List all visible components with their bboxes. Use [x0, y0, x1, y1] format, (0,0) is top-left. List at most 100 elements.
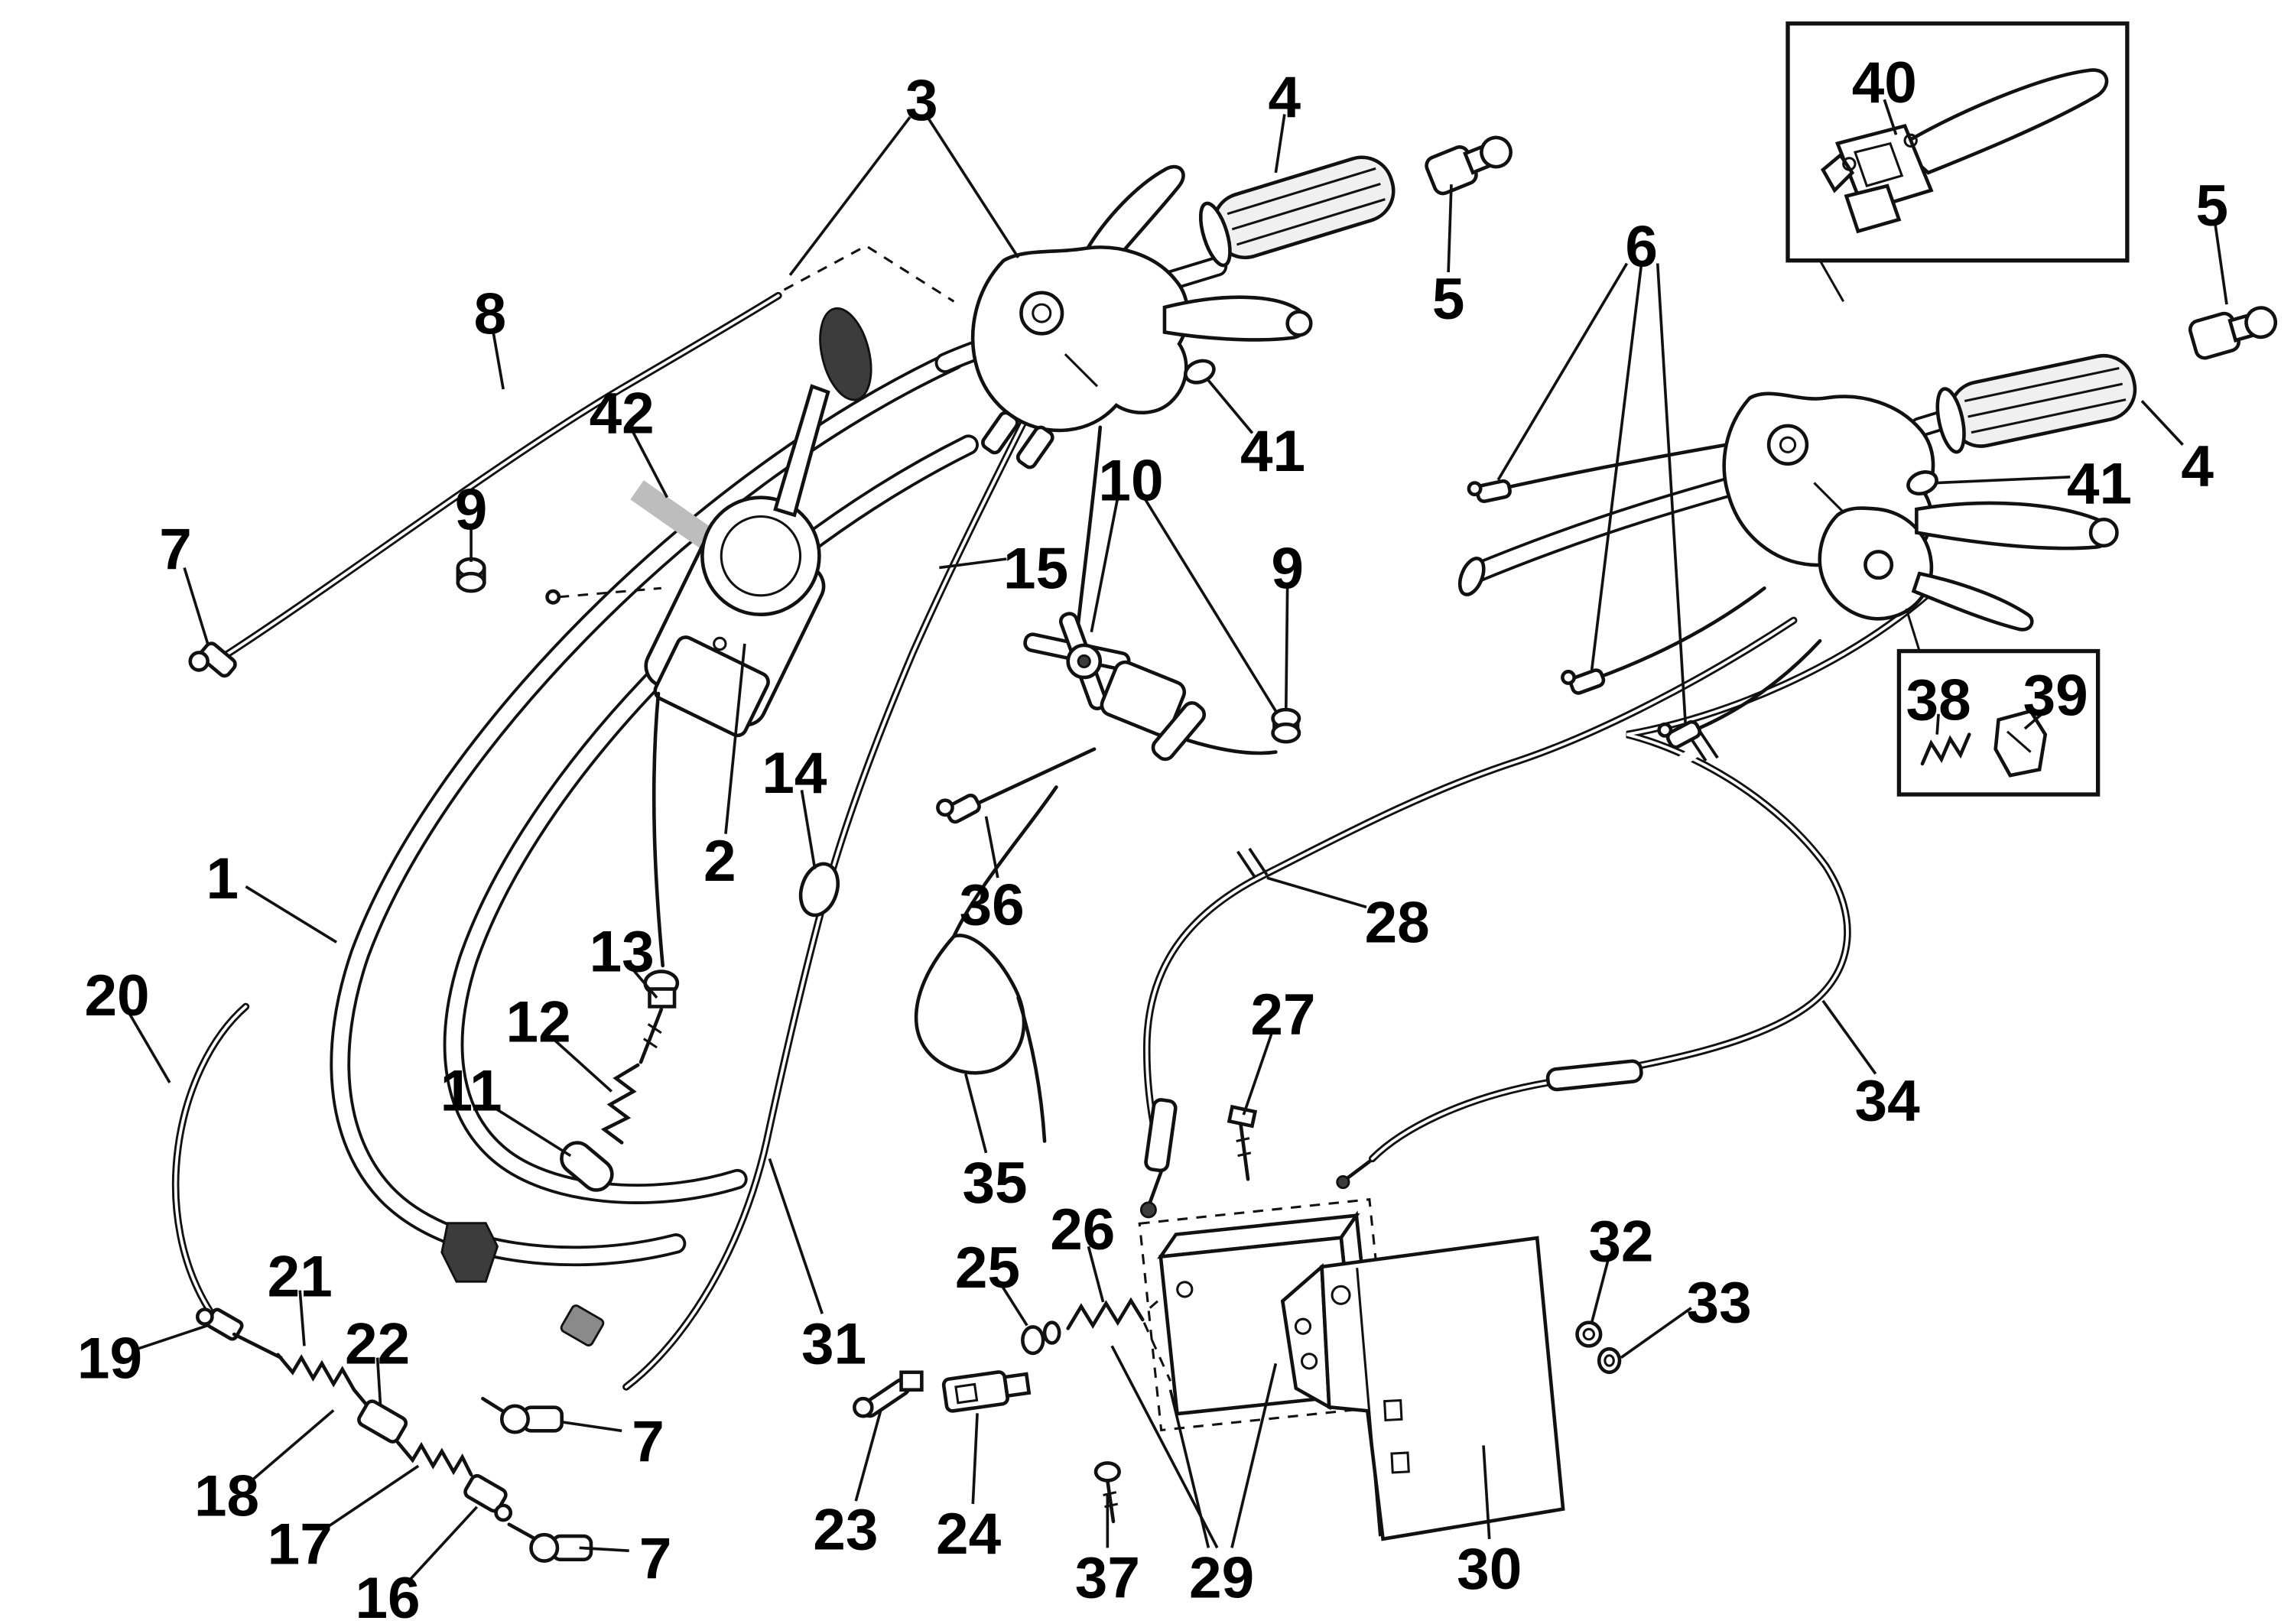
control-housing-left	[970, 164, 1313, 469]
spring-12	[600, 1063, 640, 1145]
fitting-16	[463, 1473, 508, 1513]
spring-26	[1066, 1286, 1175, 1382]
throttle-rod-chain	[560, 691, 680, 1192]
callout-10: 10	[1098, 448, 1163, 513]
leader-line-7	[579, 1546, 629, 1553]
cap-11	[560, 1141, 614, 1192]
leader-line-8	[491, 330, 505, 390]
leader-line-6	[1496, 262, 1629, 481]
callout-12: 12	[506, 989, 571, 1054]
leader-line-40	[1883, 99, 1898, 135]
leader-line-5	[1447, 184, 1453, 273]
linkage-assembly-10	[1023, 612, 1278, 762]
grip-right	[1935, 353, 2137, 454]
callout-6: 6	[1625, 214, 1658, 279]
leader-line-7	[561, 1421, 622, 1433]
callout-23: 23	[813, 1497, 878, 1562]
washer-33	[1597, 1346, 1622, 1375]
callout-16: 16	[355, 1566, 420, 1624]
inset-box-38-39	[1896, 608, 2101, 797]
leader-line-16	[408, 1505, 479, 1581]
callout-22: 22	[345, 1311, 410, 1376]
leader-line-4	[2140, 400, 2184, 447]
callout-41: 41	[1240, 419, 1305, 484]
leader-line-7	[183, 567, 210, 645]
leader-line-32	[1590, 1255, 1611, 1324]
bar-end-right	[2188, 306, 2278, 360]
bar-end-left	[1425, 135, 1513, 196]
leader-line-11	[490, 1105, 572, 1158]
callout-9: 9	[455, 478, 488, 543]
leader-line-18	[250, 1409, 335, 1482]
leader-line-41	[1937, 476, 2071, 485]
leader-line-17	[323, 1464, 420, 1531]
callout-34: 34	[1855, 1069, 1921, 1134]
leader-line-4	[1274, 114, 1286, 174]
washer-41-right	[1906, 470, 1938, 495]
callout-17: 17	[268, 1512, 333, 1577]
brake-lever-left	[1162, 295, 1309, 342]
cable-end-ferrule-7	[188, 651, 210, 672]
leader-line-5	[2213, 222, 2228, 305]
callout-18: 18	[194, 1463, 259, 1528]
callout-11: 11	[440, 1058, 502, 1123]
cable-34	[1336, 590, 1932, 1190]
callout-1: 1	[206, 846, 239, 911]
leader-line-31	[768, 1158, 824, 1314]
leader-line-42	[630, 429, 669, 499]
callout-4: 4	[2181, 434, 2214, 499]
leader-line-10	[1090, 497, 1119, 633]
callout-26: 26	[1050, 1197, 1115, 1262]
leader-line-6	[1656, 263, 1687, 723]
lever-blade-40	[1896, 68, 2109, 175]
nut-9-left	[456, 557, 486, 593]
grip-left	[1198, 155, 1396, 268]
callout-31: 31	[801, 1311, 866, 1376]
callout-14: 14	[762, 741, 827, 806]
cable-loop-35	[914, 785, 1058, 1143]
clevis-pin-23	[853, 1370, 924, 1418]
callout-38: 38	[1906, 667, 1971, 732]
washer-25	[1021, 1320, 1061, 1356]
nut-32	[1575, 1320, 1603, 1348]
leader-line-26	[1087, 1246, 1105, 1303]
callout-7: 7	[159, 517, 192, 582]
leader-line-12	[551, 1038, 612, 1093]
callout-33: 33	[1687, 1271, 1752, 1336]
ferrule-7-mid	[481, 1396, 564, 1434]
handlebar-bracket	[560, 1304, 605, 1346]
leader-line-36	[984, 816, 999, 879]
callout-2: 2	[703, 829, 736, 894]
spring-17	[396, 1440, 473, 1477]
cable-20	[171, 1002, 250, 1320]
callout-40: 40	[1852, 50, 1917, 115]
nut-9-right	[1271, 707, 1301, 744]
cable-28	[1139, 616, 1798, 1219]
leader-line-19	[137, 1324, 209, 1350]
spring-38	[1920, 732, 1971, 766]
leader-line-29	[1110, 1345, 1219, 1549]
leader-line-34	[1821, 999, 1877, 1075]
callout-29: 29	[1189, 1545, 1254, 1610]
spring-21	[276, 1353, 356, 1392]
callout-25: 25	[955, 1236, 1020, 1301]
leader-line-30	[1482, 1445, 1491, 1540]
throttle-lever-arm	[773, 384, 830, 518]
leader-line-27	[1242, 1029, 1275, 1116]
callout-35: 35	[962, 1151, 1027, 1216]
callout-7: 7	[632, 1409, 664, 1474]
leader-line-21	[298, 1290, 306, 1346]
cable-short-3	[1657, 638, 1822, 749]
screw-27	[1227, 1104, 1258, 1181]
tube-open-end	[1457, 557, 1486, 596]
callout-7: 7	[639, 1527, 672, 1592]
leader-line-1	[245, 885, 338, 944]
leader-line-35	[963, 1073, 988, 1154]
aux-lever-right	[1911, 571, 2034, 632]
cable-15-31	[622, 417, 1028, 1391]
leader-line-22	[375, 1357, 382, 1405]
cable-36	[936, 747, 1097, 824]
cable-chain-bottom-left	[195, 1307, 513, 1522]
cable-adjuster	[981, 411, 1019, 455]
